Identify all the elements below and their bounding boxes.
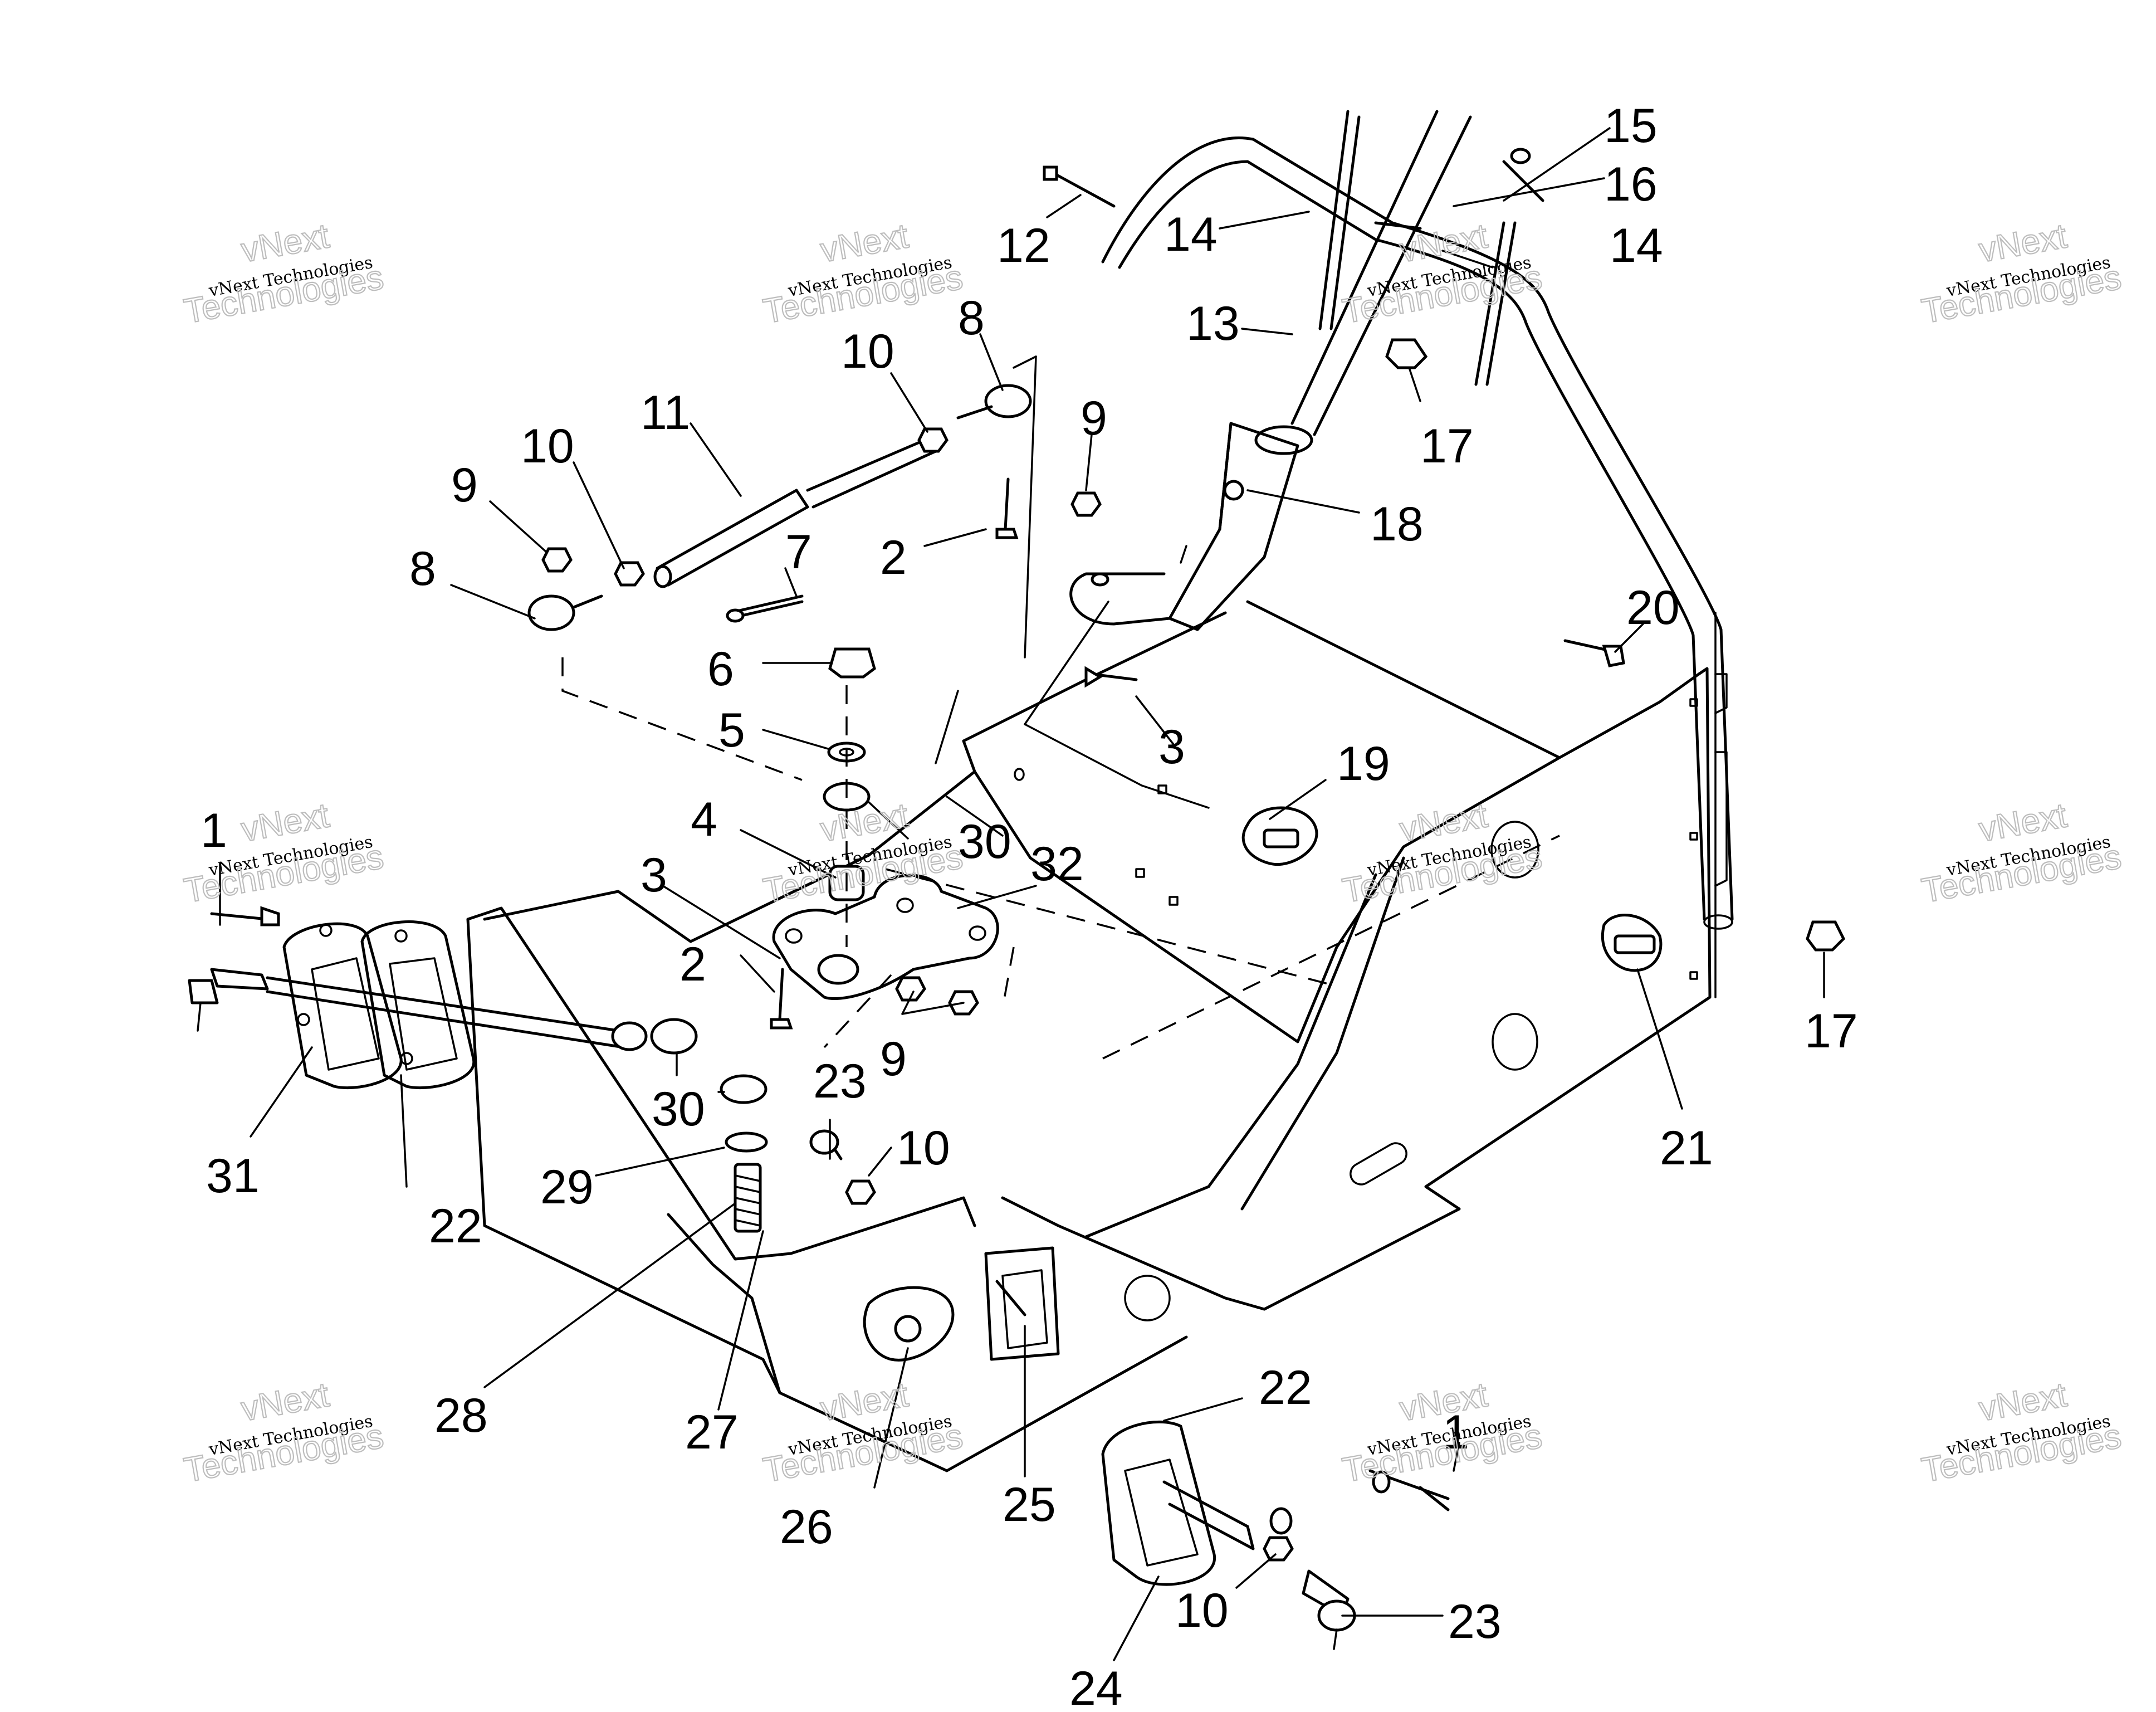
callout-9-left: 9	[451, 459, 478, 512]
callout-labels: 1 1 2 2 3 3 4 5 6 7 8 8 9 9 9 10 10 10 1…	[201, 99, 1858, 1712]
callout-28: 28	[434, 1389, 488, 1442]
kingpin-27	[734, 1163, 762, 1233]
callout-3-lower: 3	[641, 848, 667, 902]
brackets-25-26	[863, 1246, 1171, 1362]
callout-15: 15	[1604, 99, 1658, 153]
handlebar	[1069, 110, 1734, 930]
callout-25: 25	[1003, 1478, 1056, 1531]
callout-31: 31	[206, 1149, 260, 1203]
callout-24: 24	[1069, 1662, 1123, 1712]
callout-14-left: 14	[1164, 208, 1218, 261]
callout-19: 19	[1337, 737, 1390, 791]
left-tie-rod	[188, 968, 698, 1076]
callout-22-left: 22	[429, 1199, 482, 1253]
callout-10-left: 10	[521, 420, 574, 473]
callout-7: 7	[785, 525, 812, 579]
right-spindle-plate	[1101, 1420, 1450, 1650]
callout-10-mid: 10	[897, 1121, 950, 1175]
callout-13: 13	[1186, 297, 1240, 350]
callout-30-lower: 30	[652, 1082, 705, 1136]
left-plates	[282, 920, 476, 1090]
callout-2-upper: 2	[880, 531, 907, 584]
callout-11: 11	[641, 386, 690, 440]
watermarks: vNext vNext Technologies Technologies vN…	[180, 216, 2125, 1490]
callout-32: 32	[1030, 837, 1084, 891]
stacked-parts-4-6	[561, 647, 876, 1153]
pitman-arm-32	[772, 874, 1015, 1048]
callout-9-lower: 9	[880, 1032, 907, 1086]
callout-30-upper: 30	[958, 815, 1011, 869]
callout-10-top: 10	[841, 325, 894, 378]
callout-17-upper: 17	[1420, 420, 1474, 473]
callout-20: 20	[1626, 581, 1680, 635]
callout-27: 27	[685, 1406, 739, 1459]
hardware-bolts	[210, 110, 1846, 1562]
leader-lines	[219, 127, 1825, 1661]
callout-10-bottom: 10	[1175, 1584, 1229, 1637]
callout-3-upper: 3	[1158, 720, 1185, 774]
callout-29: 29	[540, 1160, 594, 1214]
callout-8-right: 8	[958, 291, 985, 345]
callout-6: 6	[707, 642, 734, 696]
callout-2-lower: 2	[679, 938, 706, 991]
chassis-frame	[466, 355, 1728, 1472]
callout-4: 4	[691, 793, 717, 846]
callout-8-left: 8	[409, 542, 436, 596]
callout-22-right: 22	[1259, 1361, 1312, 1415]
callout-12: 12	[997, 219, 1050, 272]
bushings-19-21	[1241, 806, 1663, 972]
callout-16: 16	[1604, 158, 1658, 211]
callout-1-right: 1	[1443, 1406, 1469, 1459]
callout-17-right: 17	[1805, 1004, 1858, 1058]
callout-14-right: 14	[1610, 219, 1663, 272]
callout-21: 21	[1660, 1121, 1713, 1175]
callout-1-left: 1	[201, 804, 227, 857]
callout-5: 5	[718, 704, 745, 757]
callout-9-upper: 9	[1081, 392, 1107, 445]
callout-26: 26	[780, 1500, 833, 1554]
callout-23-mid: 23	[813, 1055, 867, 1108]
callout-18: 18	[1370, 497, 1424, 551]
callout-23-bottom: 23	[1448, 1595, 1502, 1648]
